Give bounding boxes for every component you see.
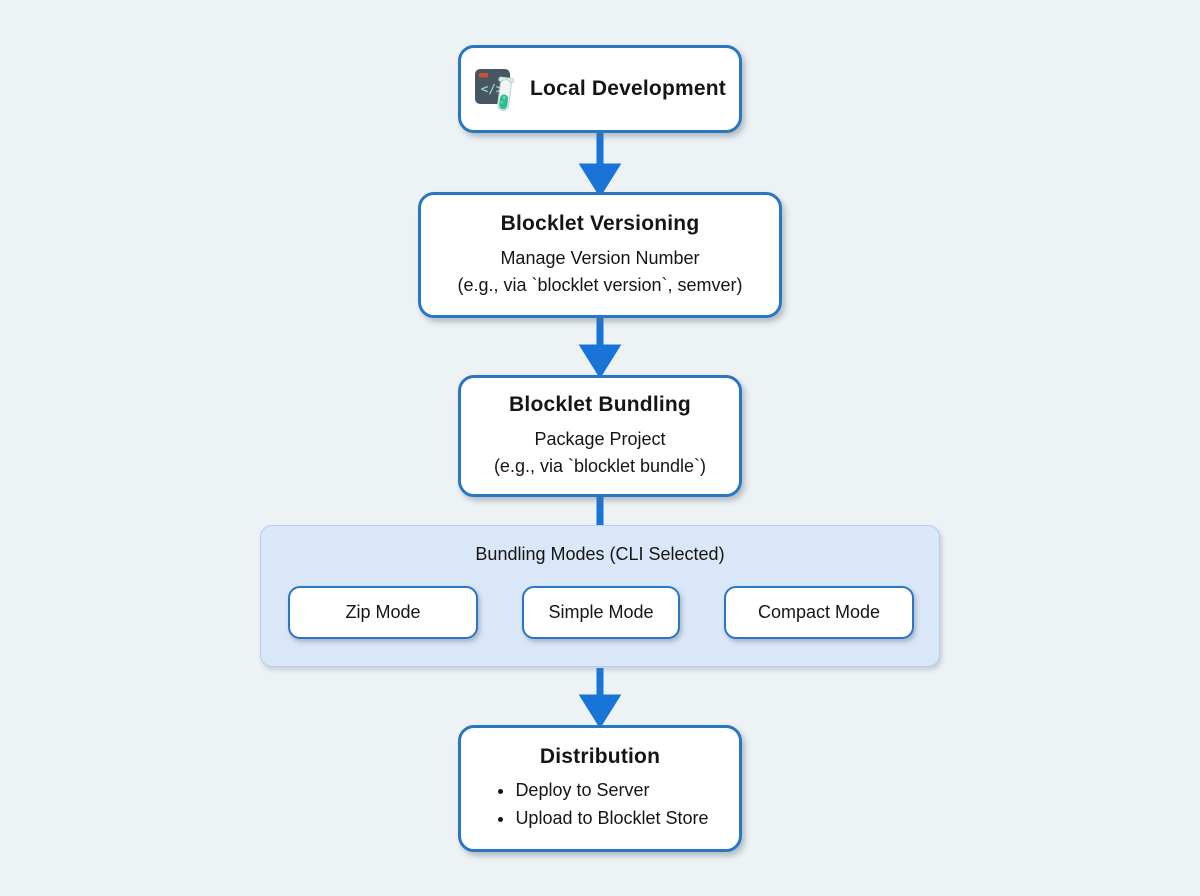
- node-distribution: Distribution Deploy to Server Upload to …: [458, 725, 742, 852]
- arrowhead-modesgroup-distribution: [578, 694, 622, 729]
- node-distribution-bullet-1: Deploy to Server: [515, 777, 708, 805]
- node-blocklet-versioning: Blocklet Versioning Manage Version Numbe…: [418, 192, 782, 318]
- node-blocklet-bundling-title: Blocklet Bundling: [509, 392, 691, 416]
- node-zip-mode-label: Zip Mode: [345, 602, 421, 622]
- node-local-development: </> Local Development: [458, 45, 742, 133]
- node-simple-mode: Simple Mode: [522, 586, 680, 639]
- node-blocklet-bundling: Blocklet Bundling Package Project (e.g.,…: [458, 375, 742, 497]
- node-local-development-title: Local Development: [530, 77, 726, 100]
- arrowhead-versioning-bundling: [578, 344, 622, 379]
- node-blocklet-versioning-line-2: (e.g., via `blocklet version`, semver): [457, 274, 743, 295]
- group-bundling-modes-title: Bundling Modes (CLI Selected): [475, 544, 725, 564]
- arrowhead-localdev-versioning: [578, 163, 622, 198]
- node-compact-mode: Compact Mode: [724, 586, 914, 639]
- group-bundling-modes: Bundling Modes (CLI Selected) Zip Mode S…: [260, 525, 940, 667]
- svg-text:</>: </>: [481, 81, 504, 96]
- node-compact-mode-label: Compact Mode: [757, 602, 881, 622]
- node-blocklet-bundling-line-2: (e.g., via `blocklet bundle`): [493, 455, 707, 476]
- node-simple-mode-label: Simple Mode: [548, 602, 654, 622]
- node-distribution-bullet-2: Upload to Blocklet Store: [515, 805, 708, 833]
- node-distribution-title: Distribution: [539, 744, 661, 768]
- node-distribution-bullet-list: Deploy to Server Upload to Blocklet Stor…: [491, 777, 708, 833]
- code-window-test-tube-icon: </>: [475, 69, 515, 111]
- node-blocklet-bundling-line-1: Package Project: [534, 428, 666, 449]
- node-blocklet-versioning-title: Blocklet Versioning: [500, 211, 700, 235]
- node-zip-mode: Zip Mode: [288, 586, 478, 639]
- node-blocklet-versioning-line-1: Manage Version Number: [500, 247, 700, 268]
